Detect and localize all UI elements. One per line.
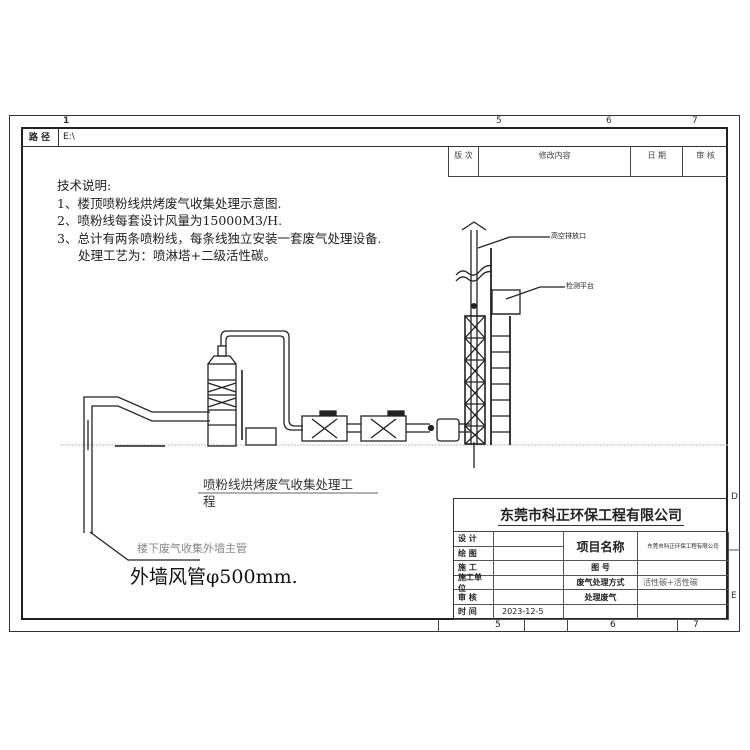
tb-key-time: 时 间: [454, 604, 494, 620]
notes-line-4: 处理工艺为：喷淋塔+二级活性碳。: [78, 248, 276, 263]
drawing-inner-border: [21, 127, 728, 620]
duct-size: 外墙风管φ500mm.: [130, 566, 298, 588]
bottom-zone-5: 5: [495, 620, 501, 630]
notes-line-2: 2、喷粉线每套设计风量为15000M3/H.: [57, 213, 283, 228]
tb-key-contractor: 施工单位: [454, 573, 494, 593]
tb-val-review: [494, 590, 564, 605]
path-label: 路 径: [21, 127, 59, 146]
rev-header-content: 修改内容: [479, 147, 632, 176]
title-block: 东莞市科正环保工程有限公司 设 计 项目名称 东莞市科正环保工程有限公司 绘 图…: [453, 498, 729, 620]
title-block-grid: 设 计 项目名称 东莞市科正环保工程有限公司 绘 图 施 工 图 号 施工单位 …: [454, 532, 729, 620]
tb-key-drawing: 绘 图: [454, 546, 494, 562]
zone-marker-5: 5: [496, 116, 502, 126]
rev-header-review: 审 核: [696, 151, 715, 160]
drawing-outer-border: [9, 115, 740, 632]
bottom-zone-6: 6: [610, 620, 616, 630]
duct-note: 楼下废气收集外墙主管: [137, 542, 247, 555]
rev-header-version: 版 次: [449, 147, 479, 176]
zone-marker-E: E: [731, 591, 737, 601]
zone-marker-D: D: [731, 492, 738, 502]
path-row: 路 径 E:\: [21, 127, 728, 147]
tb-treated-label: 处理废气: [564, 590, 638, 605]
tb-drawing-no-value: [638, 561, 729, 576]
tb-key-design: 设 计: [454, 532, 494, 547]
bottom-zone-7: 7: [693, 620, 699, 630]
tb-treated-value: [638, 590, 729, 605]
bottom-zone-strip: 5 6 7: [21, 620, 728, 632]
tb-method-label: 废气处理方式: [564, 575, 638, 591]
rev-header-date: 日 期: [631, 147, 684, 176]
project-caption: 喷粉线烘烤废气收集处理工 程: [203, 477, 354, 509]
revision-table: 版 次 修改内容 日 期 审 核: [448, 147, 728, 177]
tb-val-contractor: [494, 575, 564, 591]
tb-val-drawing: [494, 546, 564, 562]
notes-line-1: 1、楼顶喷粉线烘烤废气收集处理示意图.: [57, 195, 282, 211]
tb-drawing-no-label: 图 号: [564, 561, 638, 576]
zone-marker-6: 6: [606, 116, 612, 126]
tb-project-value: 东莞市科正环保工程有限公司: [638, 532, 729, 562]
path-value: E:\: [63, 131, 75, 142]
tb-project-label: 项目名称: [564, 532, 638, 562]
zone-marker-1: 1: [63, 116, 70, 126]
notes-line-3: 3、总计有两条喷粉线，每条线独立安装一套废气处理设备.: [57, 230, 382, 246]
tb-val-design: [494, 532, 564, 547]
company-name: 东莞市科正环保工程有限公司: [454, 499, 728, 532]
callout-outlet: 高空排放口: [551, 232, 586, 240]
notes-title: 技术说明:: [57, 178, 112, 193]
tb-key-review: 审 核: [454, 590, 494, 605]
tb-key-construction: 施 工: [454, 561, 494, 576]
tb-val-construction: [494, 561, 564, 576]
zone-marker-7: 7: [692, 116, 698, 126]
tb-method-value: 活性碳+活性碳: [638, 575, 729, 591]
callout-platform: 检测平台: [566, 282, 594, 290]
technical-notes: 技术说明: 1、楼顶喷粉线烘烤废气收集处理示意图. 2、喷粉线每套设计风量为15…: [57, 177, 381, 265]
tb-val-time: 2023-12-5: [494, 604, 564, 620]
